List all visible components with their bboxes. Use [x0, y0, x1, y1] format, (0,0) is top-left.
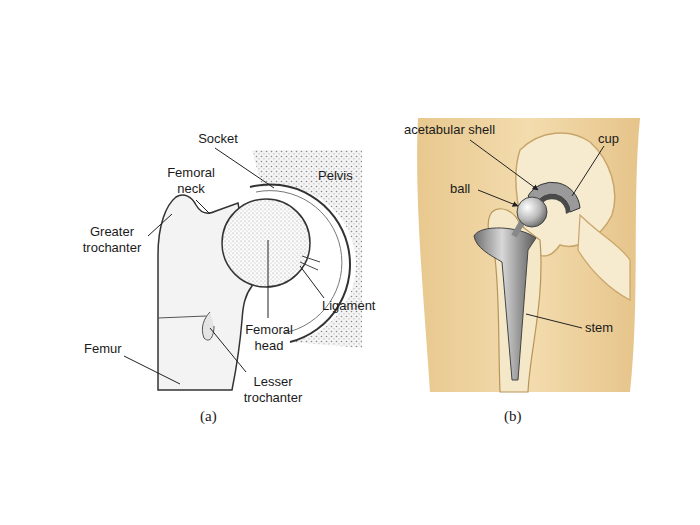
- part-label: Greater trochanter: [76, 224, 148, 256]
- part-label: Socket: [183, 131, 253, 147]
- part-label: ball: [450, 181, 490, 197]
- part-label: Lesser trochanter: [238, 374, 308, 406]
- femoral-head-shape: [222, 199, 310, 287]
- ball-implant: [517, 197, 547, 227]
- body-background: [417, 118, 640, 392]
- leader-line: [210, 328, 246, 372]
- section-line: [158, 316, 206, 318]
- stem-implant: [474, 228, 536, 380]
- leader-line: [124, 356, 180, 384]
- leader-line: [300, 266, 324, 298]
- leader-line: [470, 140, 538, 190]
- leader-line: [478, 190, 518, 206]
- part-label: acetabular shell: [404, 122, 514, 138]
- pelvis-bone: [578, 215, 630, 300]
- panel-caption: (a): [200, 408, 230, 424]
- leader-line: [196, 200, 210, 214]
- panel-caption: (b): [504, 408, 534, 424]
- part-label: stem: [585, 320, 625, 336]
- leader-line: [572, 146, 604, 196]
- leader-line: [268, 240, 269, 318]
- part-label: Ligament: [322, 298, 402, 314]
- leader-line: [148, 214, 172, 236]
- part-label: Femoral head: [240, 322, 298, 354]
- ligament-shape: [302, 256, 320, 262]
- part-label: Pelvis: [318, 168, 368, 184]
- part-label: cup: [598, 131, 638, 147]
- part-label: Femur: [84, 341, 134, 357]
- part-label: Femoral neck: [167, 165, 215, 197]
- leader-line: [526, 314, 582, 328]
- leader-line: [215, 148, 274, 188]
